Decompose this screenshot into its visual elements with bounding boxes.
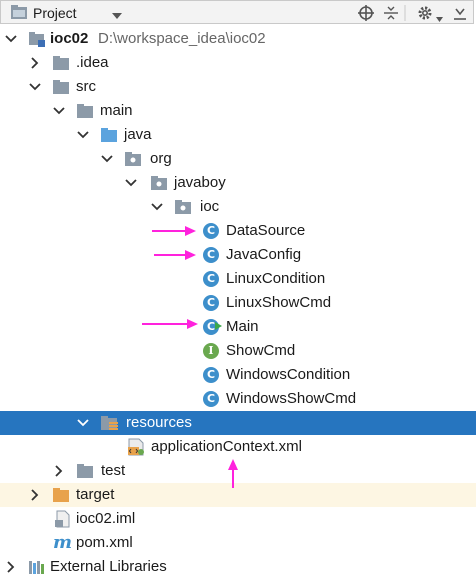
tree-item-main-class[interactable]: C Main (0, 315, 476, 339)
tree-item-linuxcondition[interactable]: C LinuxCondition (0, 267, 476, 291)
tree-item-label: ShowCmd (226, 342, 296, 359)
source-folder-icon (100, 126, 118, 144)
separator (404, 5, 406, 26)
tree-item-target[interactable]: target (0, 483, 476, 507)
folder-icon (52, 54, 70, 72)
project-view-title[interactable]: Project (33, 5, 77, 21)
gear-dropdown-icon[interactable] (436, 9, 443, 27)
tree-item-resources[interactable]: resources (0, 411, 476, 435)
tree-item-label: LinuxShowCmd (226, 294, 332, 311)
tree-item-label: External Libraries (50, 558, 167, 575)
class-icon: C (203, 223, 219, 239)
tree-item-label: WindowsCondition (226, 366, 351, 383)
tree-item-label: DataSource (226, 222, 306, 239)
chevron-right-icon[interactable] (28, 488, 42, 502)
chevron-down-icon[interactable] (28, 80, 42, 94)
view-dropdown-icon[interactable] (112, 7, 122, 25)
chevron-right-icon[interactable] (52, 464, 66, 478)
chevron-down-icon[interactable] (124, 176, 138, 190)
tree-item-showcmd[interactable]: I ShowCmd (0, 339, 476, 363)
chevron-right-icon[interactable] (4, 560, 18, 574)
spring-xml-file-icon (127, 438, 145, 456)
tree-item-datasource[interactable]: C DataSource (0, 219, 476, 243)
tree-item-label: LinuxCondition (226, 270, 326, 287)
tree-item-label: java (124, 126, 152, 143)
class-icon: C (203, 271, 219, 287)
tree-item-label: ioc02.iml (76, 510, 136, 527)
chevron-down-icon[interactable] (76, 416, 90, 430)
tree-item-label: WindowsShowCmd (226, 390, 357, 407)
tree-item-main[interactable]: main (0, 99, 476, 123)
package-icon (174, 198, 192, 216)
svg-text:m: m (53, 532, 72, 552)
crosshair-icon[interactable] (358, 5, 374, 26)
libraries-icon (28, 558, 46, 576)
module-path: D:\workspace_idea\ioc02 (98, 30, 266, 47)
tree-item-label: org (150, 150, 172, 167)
tree-item-label: JavaConfig (226, 246, 302, 263)
project-view-icon (11, 5, 27, 25)
tree-item-pom[interactable]: m pom.xml (0, 531, 476, 555)
collapse-all-icon[interactable] (383, 5, 399, 26)
module-folder-icon (28, 30, 46, 48)
package-icon (150, 174, 168, 192)
tree-item-windowscondition[interactable]: C WindowsCondition (0, 363, 476, 387)
tree-item-label: Main (226, 318, 259, 335)
class-icon: C (203, 295, 219, 311)
tree-item-label: test (101, 462, 126, 479)
tree-item-label: main (100, 102, 133, 119)
tree-item-windowsshowcmd[interactable]: C WindowsShowCmd (0, 387, 476, 411)
interface-icon: I (203, 343, 219, 359)
chevron-down-icon[interactable] (52, 104, 66, 118)
tree-item-label: src (76, 78, 96, 95)
tree-item-test[interactable]: test (0, 459, 476, 483)
maven-file-icon: m (52, 532, 72, 553)
chevron-right-icon[interactable] (28, 56, 42, 70)
tree-item-ioc02[interactable]: ioc02 D:\workspace_idea\ioc02 (0, 27, 476, 51)
class-icon: C (203, 391, 219, 407)
chevron-down-icon[interactable] (150, 200, 164, 214)
tree-item-iml[interactable]: ioc02.iml (0, 507, 476, 531)
tree-item-java[interactable]: java (0, 123, 476, 147)
tree-item-label: target (76, 486, 115, 503)
project-toolbar: Project (0, 0, 474, 24)
class-icon: C (203, 367, 219, 383)
tree-item-label: pom.xml (76, 534, 133, 551)
chevron-down-icon[interactable] (76, 128, 90, 142)
folder-icon (52, 78, 70, 96)
tree-item-external-libraries[interactable]: External Libraries (0, 555, 476, 579)
tree-item-javaboy[interactable]: javaboy (0, 171, 476, 195)
tree-item-javaconfig[interactable]: C JavaConfig (0, 243, 476, 267)
package-icon (124, 150, 142, 168)
tree-item-ioc[interactable]: ioc (0, 195, 476, 219)
gear-icon[interactable] (417, 5, 435, 26)
tree-item-label: applicationContext.xml (151, 438, 302, 455)
folder-icon (76, 462, 94, 480)
resources-folder-icon (100, 414, 118, 432)
tree-item-src[interactable]: src (0, 75, 476, 99)
chevron-down-icon[interactable] (100, 152, 114, 166)
tree-item-applicationcontext[interactable]: applicationContext.xml (0, 435, 476, 459)
tree-item-label: javaboy (174, 174, 226, 191)
class-icon: C (203, 247, 219, 263)
tree-item-idea[interactable]: .idea (0, 51, 476, 75)
tree-item-label: ioc (200, 198, 220, 215)
iml-file-icon (54, 510, 72, 528)
tree-item-org[interactable]: org (0, 147, 476, 171)
tree-item-linuxshowcmd[interactable]: C LinuxShowCmd (0, 291, 476, 315)
folder-icon (76, 102, 94, 120)
module-name: ioc02 (50, 30, 89, 47)
chevron-down-icon[interactable] (4, 32, 18, 46)
tree-item-label: resources (126, 414, 192, 431)
run-marker-icon (214, 317, 222, 335)
excluded-folder-icon (52, 486, 70, 504)
tree-item-label: .idea (76, 54, 109, 71)
hide-panel-icon[interactable] (453, 5, 467, 26)
